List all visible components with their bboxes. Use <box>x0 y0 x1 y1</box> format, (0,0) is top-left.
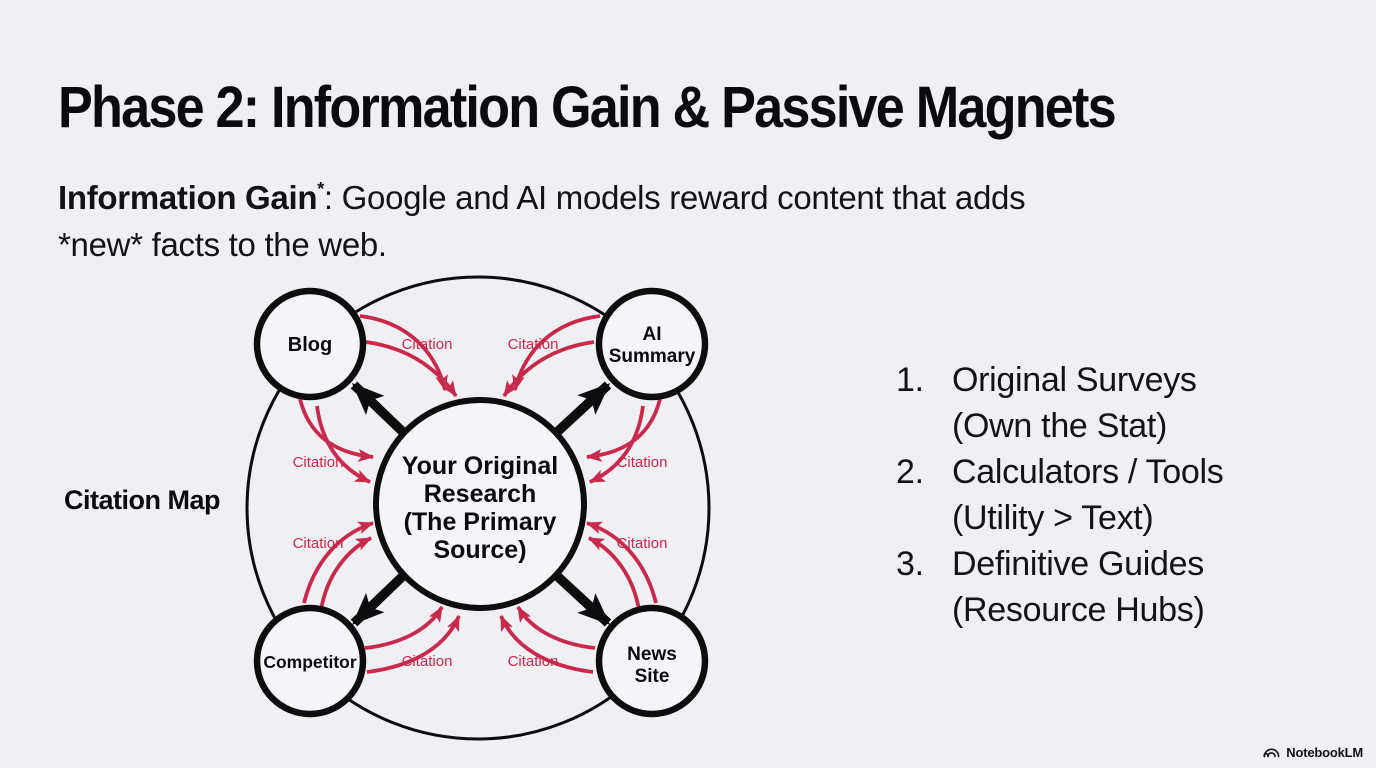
list-item: 2. Calculators / Tools (Utility > Text) <box>896 449 1224 541</box>
node-news-site-circle <box>595 604 709 718</box>
center-node-line1: Your Original <box>402 452 559 480</box>
center-node-line3: (The Primary <box>404 508 557 536</box>
list-item-text: Original Surveys (Own the Stat) <box>952 357 1197 449</box>
distribution-arrows <box>350 381 612 627</box>
citation-edge-label: Citation <box>293 535 344 552</box>
list-item-line2: (Resource Hubs) <box>952 591 1205 629</box>
citation-arrow <box>588 405 645 484</box>
citation-arrow <box>319 536 373 611</box>
citation-arrow <box>587 536 641 611</box>
subtitle-rest: : Google and AI models reward content th… <box>323 179 1026 216</box>
citation-edge-label: Citation <box>508 653 559 670</box>
subtitle-asterisk: * <box>317 179 324 199</box>
citation-edge-label: Citation <box>617 535 668 552</box>
citation-arrows <box>298 314 662 674</box>
citation-arrow <box>499 614 594 674</box>
citation-arrow <box>585 398 662 462</box>
satellite-nodes <box>253 287 709 718</box>
node-competitor-label: Competitor <box>263 652 357 672</box>
list-item-number: 1. <box>896 361 924 399</box>
citation-arrow <box>366 614 461 674</box>
passive-magnets-list: 1. Original Surveys (Own the Stat) 2. Ca… <box>896 357 1224 633</box>
list-item: 1. Original Surveys (Own the Stat) <box>896 357 1223 449</box>
footer-brand: NotebookLM <box>1262 743 1363 762</box>
list-item-number: 3. <box>896 545 924 583</box>
citation-arrow <box>585 521 658 604</box>
citation-arrow <box>298 398 375 462</box>
node-ai-summary-label-line1: AI <box>643 324 662 345</box>
arrow-to-ai-summary <box>552 381 612 437</box>
subtitle-bold-term: Information Gain <box>58 179 318 216</box>
citation-arrow <box>302 521 375 604</box>
notebooklm-icon <box>1263 748 1280 758</box>
node-competitor-circle <box>253 604 367 718</box>
node-news-site-label-line2: Site <box>635 666 670 687</box>
outer-ring <box>245 275 711 741</box>
node-ai-summary-circle <box>595 287 709 401</box>
citation-arrow <box>364 606 444 650</box>
list-item: 3. Definitive Guides (Resource Hubs) <box>896 541 1223 633</box>
list-item-line1: Original Surveys <box>952 361 1197 399</box>
list-item-line1: Definitive Guides <box>952 545 1204 583</box>
citation-edge-label: Citation <box>293 454 344 471</box>
citation-edge-label: Citation <box>402 336 453 353</box>
center-node-line4: Source) <box>433 536 526 564</box>
node-ai-summary-label-line2: Summary <box>609 346 696 367</box>
citation-arrow <box>365 340 458 398</box>
brand-name: NotebookLM <box>1286 745 1363 760</box>
center-node-circle <box>373 397 587 611</box>
citation-edge-label: Citation <box>508 336 559 353</box>
citation-arrow <box>516 606 596 650</box>
citation-edge-label: Citation <box>402 653 453 670</box>
list-item-number: 2. <box>896 453 924 491</box>
citation-arrow <box>502 340 595 398</box>
citation-arrow <box>315 405 372 484</box>
arrow-to-blog <box>350 381 408 437</box>
arrow-to-news-site <box>552 571 612 627</box>
list-item-line2: (Utility > Text) <box>952 499 1154 537</box>
subtitle: Information Gain*: Google and AI models … <box>58 166 1278 268</box>
arrow-to-competitor <box>350 571 408 627</box>
list-item-line2: (Own the Stat) <box>952 407 1167 445</box>
page-title: Phase 2: Information Gain & Passive Magn… <box>58 75 1117 140</box>
list-item-text: Calculators / Tools (Utility > Text) <box>952 449 1224 541</box>
center-node-line2: Research <box>424 480 537 508</box>
list-item-line1: Calculators / Tools <box>952 453 1224 491</box>
subtitle-line2: *new* facts to the web. <box>58 226 387 263</box>
list-item-text: Definitive Guides (Resource Hubs) <box>952 541 1205 633</box>
node-blog-label: Blog <box>288 334 332 356</box>
citation-map-label: Citation Map <box>64 485 221 515</box>
node-news-site-label-line1: News <box>627 644 677 665</box>
citation-edge-label: Citation <box>617 454 668 471</box>
node-blog-circle <box>253 287 367 401</box>
citation-map-diagram: Blog AI Summary Competitor News Site You… <box>245 275 711 741</box>
